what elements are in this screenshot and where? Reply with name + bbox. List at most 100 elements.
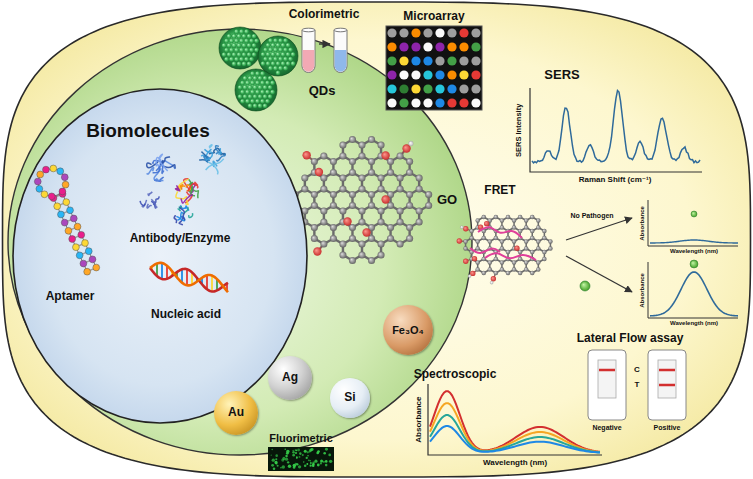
- graphene-oxide-sheet-part: [339, 185, 346, 192]
- microarray-chip-part: [459, 42, 468, 51]
- fluorescence-image-part: [320, 460, 323, 463]
- fret-sheet-part: [518, 250, 522, 254]
- fluorescence-image-part: [280, 467, 282, 469]
- quantum-dots-part-part: [244, 48, 249, 53]
- fluorescence-image-part: [310, 448, 313, 451]
- fluorescence-image-part: [299, 452, 302, 455]
- graphene-oxide-sheet-part: [408, 141, 413, 146]
- quantum-dots-part-part: [255, 90, 260, 95]
- quantum-dots-part-part: [254, 38, 259, 43]
- lateral-flow-strips-part: [658, 360, 676, 398]
- quantum-dots-part-part: [268, 38, 273, 43]
- microarray-chip-part: [386, 26, 482, 110]
- fluorescence-image-part: [286, 450, 289, 453]
- quantum-dots-part-part: [268, 47, 273, 52]
- antibody-illustration-part: [151, 199, 157, 208]
- aptamer-illustration-part: [82, 240, 89, 247]
- graphene-oxide-sheet-part: [425, 202, 432, 209]
- graphene-oxide-sheet-part: [416, 207, 423, 214]
- test-tubes-part: [303, 50, 315, 72]
- fret-sheet-part: [518, 229, 522, 233]
- microarray-chip-part: [471, 98, 480, 107]
- fret-sheet-part: [536, 267, 540, 271]
- nanoparticle-circle: Si: [330, 378, 370, 418]
- aptamer-illustration-part: [34, 178, 41, 185]
- aptamer-illustration-part: [61, 219, 68, 226]
- label-box: Antibody/Enzyme: [130, 232, 231, 246]
- quantum-dots-part-part: [253, 103, 258, 108]
- strip-line-label: T: [635, 380, 640, 389]
- label-box: Fluorimetric: [269, 432, 333, 445]
- quantum-dots-part-part: [245, 80, 250, 85]
- quantum-dots-part-part: [270, 90, 275, 95]
- fluorescence-image-part: [296, 450, 298, 452]
- antibody-illustration-part: [209, 162, 218, 175]
- fluorescence-image-part: [312, 462, 315, 465]
- fluorescence-image-part: [271, 449, 272, 450]
- method-label: Spectroscopic: [414, 368, 497, 382]
- quantum-dots-part-part: [237, 61, 242, 66]
- graphene-oxide-sheet-part: [339, 240, 346, 247]
- microarray-chip-part: [399, 70, 408, 79]
- microarray-chip-part: [411, 84, 420, 93]
- graphene-oxide-sheet-part: [358, 185, 365, 192]
- fluorescence-image-part: [275, 454, 278, 457]
- quantum-dots-part-part: [219, 27, 261, 69]
- fluorescence-image-part: [277, 465, 279, 467]
- graphene-oxide-sheet-part: [387, 169, 394, 176]
- fluorescence-image-part: [310, 462, 312, 464]
- fluorescence-image-part: [323, 452, 326, 455]
- quantum-dots-part-part: [234, 29, 239, 34]
- quantum-dots-part-part: [291, 61, 296, 66]
- quantum-dots-part-part: [247, 61, 252, 66]
- quantum-dots-part-part: [258, 36, 298, 76]
- quantum-dots-part-part: [258, 94, 263, 99]
- fluorescence-image-part: [296, 456, 298, 458]
- quantum-dots-part-part: [263, 47, 268, 52]
- quantum-dots-part-part: [273, 38, 278, 43]
- fluorescence-image-part: [309, 460, 311, 462]
- fret-sheet-part: [518, 215, 522, 219]
- graphene-oxide-sheet-part: [349, 169, 356, 176]
- quantum-dots: [219, 27, 298, 111]
- aptamer-illustration-part: [58, 211, 65, 218]
- microarray-chip-part: [447, 70, 456, 79]
- fret-scheme-part: [691, 211, 697, 217]
- fret-scheme-part: [690, 260, 698, 268]
- node-label: Au: [228, 406, 244, 420]
- aptamer-illustration-part: [65, 227, 72, 234]
- graphene-oxide-sheet-part: [349, 202, 356, 209]
- aptamer-illustration-part: [62, 181, 69, 188]
- quantum-dots-part-part: [266, 61, 271, 66]
- quantum-dots-part-part: [278, 66, 283, 71]
- fret-sheet-part: [463, 239, 467, 243]
- quantum-dots-part-part: [240, 80, 245, 85]
- fluorescence-image-part: [329, 460, 332, 463]
- graphene-oxide-sheet-part: [368, 191, 375, 198]
- fret-scheme: [566, 200, 738, 318]
- quantum-dots-part-part: [273, 47, 278, 52]
- graphene-oxide-sheet-part: [358, 218, 365, 225]
- fluorescence-image-part: [320, 462, 322, 464]
- label-box: Microarray: [403, 10, 464, 24]
- fret-sheet-part: [494, 271, 498, 275]
- quantum-dots-part-part: [261, 61, 266, 66]
- graphene-oxide-sheet-part: [368, 136, 375, 143]
- quantum-dots-part: [219, 27, 261, 69]
- fret-sheet-part: [524, 260, 528, 264]
- graphene-oxide-sheet-part: [368, 202, 375, 209]
- graphene-oxide-sheet-part: [378, 251, 385, 258]
- label-box: Absorbance: [639, 206, 646, 241]
- quantum-dots-part-part: [237, 34, 242, 39]
- fret-sheet-part: [500, 246, 504, 250]
- fret-sheet-part: [524, 267, 528, 271]
- quantum-dots-part-part: [249, 48, 254, 53]
- absorbance-spectrum-part: [428, 384, 602, 455]
- quantum-dots-part-part: [248, 76, 253, 81]
- fret-sheet-part: [475, 246, 479, 250]
- microarray-chip-part: [471, 42, 480, 51]
- graphene-oxide-sheet-part: [378, 185, 385, 192]
- graphene-oxide-sheet-part: [349, 235, 356, 242]
- microarray-chip-part: [459, 70, 468, 79]
- graphene-oxide-sheet-part: [378, 218, 385, 225]
